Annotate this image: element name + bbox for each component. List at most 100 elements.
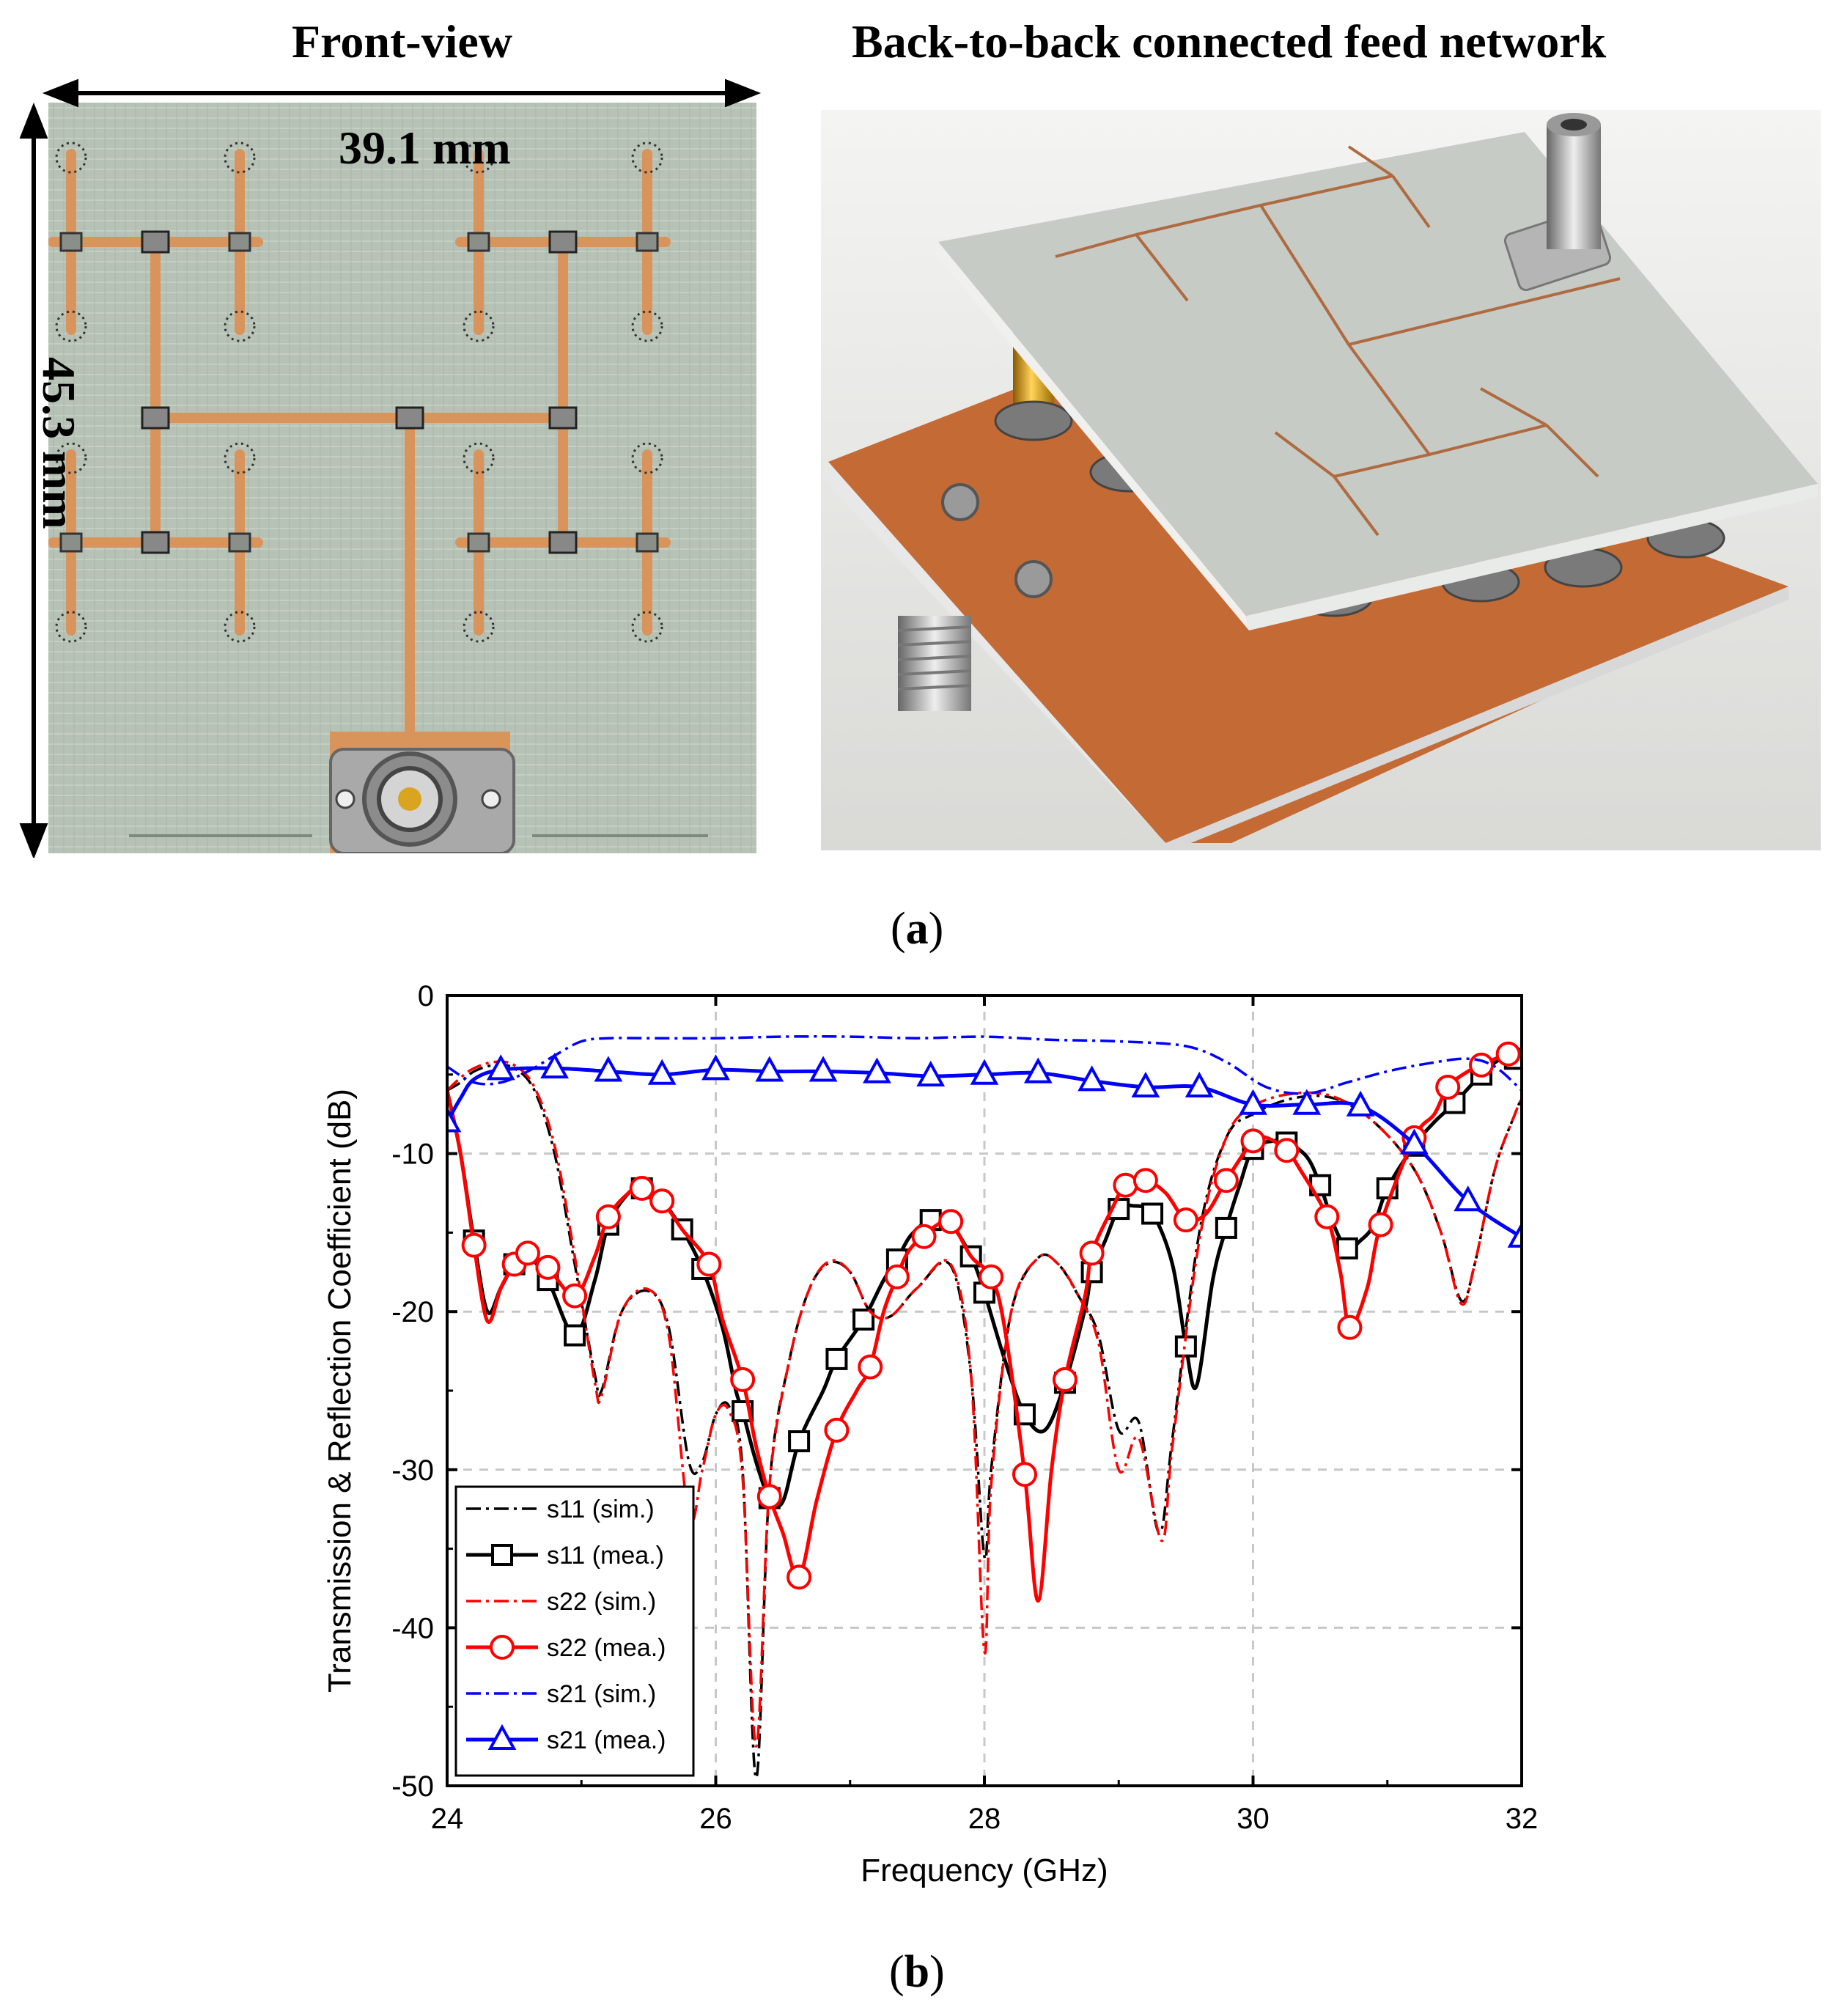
data-point-marker xyxy=(540,1053,569,1079)
legend-label: s11 (mea.) xyxy=(547,1542,664,1570)
data-point-marker xyxy=(1368,1212,1393,1237)
data-point-marker xyxy=(916,1060,946,1086)
solder-joint xyxy=(141,230,170,254)
data-point-marker xyxy=(1141,1202,1164,1225)
data-point-marker xyxy=(1336,1237,1358,1259)
feed-trace xyxy=(1055,233,1189,302)
data-point-marker xyxy=(824,1417,850,1443)
data-point-marker xyxy=(970,1059,999,1085)
solder-joint xyxy=(59,232,83,252)
data-point-marker xyxy=(911,1224,937,1249)
data-point-marker xyxy=(1400,1128,1429,1155)
panel-a-letter: a xyxy=(905,904,929,954)
feed-trace xyxy=(1274,431,1379,537)
data-point-marker xyxy=(594,1056,623,1082)
x-axis-label: Frequency (GHz) xyxy=(861,1853,1108,1888)
data-point-marker xyxy=(1079,1240,1105,1266)
solder-joint xyxy=(59,532,83,553)
via-ring xyxy=(463,442,495,474)
legend-box xyxy=(454,1485,695,1777)
solder-joint xyxy=(141,531,170,554)
sma-connector-top-icon xyxy=(1503,113,1612,292)
y-tick-label: -20 xyxy=(391,1296,434,1328)
solder-joint xyxy=(636,532,659,553)
data-point-marker xyxy=(447,1106,462,1133)
solder-joint xyxy=(548,406,578,430)
data-point-marker xyxy=(786,1564,812,1590)
feed-network-traces xyxy=(1055,145,1621,537)
solder-joints xyxy=(59,230,659,554)
data-point-marker xyxy=(1240,1128,1266,1154)
via-rings xyxy=(55,141,663,643)
front-view-title: Front-view xyxy=(292,15,512,67)
dimension-arrows xyxy=(19,78,762,858)
data-point-marker xyxy=(1435,1075,1461,1100)
legend-label: s22 (sim.) xyxy=(547,1588,656,1616)
data-point-marker xyxy=(562,1283,588,1309)
data-point-marker xyxy=(1213,1168,1239,1193)
legend-label: s21 (mea.) xyxy=(547,1726,666,1754)
solder-joint xyxy=(636,232,659,252)
solder-joint xyxy=(467,532,490,553)
legend-marker xyxy=(490,1635,515,1660)
feed-trace xyxy=(1347,145,1431,229)
data-point-marker xyxy=(755,1056,784,1082)
solder-joint xyxy=(228,232,251,252)
via-ring xyxy=(463,310,495,342)
via-ring xyxy=(631,611,663,643)
via-ring xyxy=(224,442,256,474)
plot-area xyxy=(447,1035,1522,1779)
data-point-marker xyxy=(1292,1089,1322,1115)
solder-joint xyxy=(395,406,424,430)
data-point-marker xyxy=(1052,1366,1077,1392)
data-point-marker xyxy=(1469,1052,1495,1078)
y-axis-label: Transmission & Reflection Coefficient (d… xyxy=(322,1089,358,1693)
data-point-marker xyxy=(1215,1216,1237,1239)
feed-trace xyxy=(1135,174,1393,236)
grid xyxy=(447,996,1522,1786)
data-point-marker xyxy=(1132,1168,1158,1193)
data-point-marker xyxy=(1131,1071,1160,1098)
data-point-marker xyxy=(629,1176,655,1202)
via-ring xyxy=(55,310,87,342)
data-point-marker xyxy=(1239,1089,1267,1115)
data-point-marker xyxy=(979,1264,1004,1290)
data-point-marker xyxy=(515,1240,540,1266)
via-ring xyxy=(55,611,87,643)
data-point-marker xyxy=(756,1484,782,1509)
data-point-marker xyxy=(730,1366,756,1392)
sma-connector-bottom-icon xyxy=(897,616,972,711)
legend-label: s11 (sim.) xyxy=(547,1496,655,1523)
via-ring xyxy=(224,310,256,342)
data-point-marker xyxy=(1185,1071,1214,1098)
data-point-marker xyxy=(825,1347,848,1370)
data-point-marker xyxy=(852,1308,875,1331)
x-tick-label: 32 xyxy=(1506,1803,1539,1835)
data-point-marker xyxy=(884,1264,910,1290)
legend-marker xyxy=(491,1544,513,1566)
solder-joint xyxy=(548,230,578,254)
data-point-marker xyxy=(535,1254,561,1280)
connector-icon xyxy=(329,732,515,853)
data-point-marker xyxy=(1113,1172,1138,1198)
data-point-marker xyxy=(647,1059,677,1085)
back-to-back-photo xyxy=(821,110,1821,850)
legend-label: s22 (mea.) xyxy=(547,1634,666,1662)
feed-trace xyxy=(1348,277,1621,346)
solder-joint xyxy=(467,232,490,252)
front-view-photo xyxy=(48,103,756,853)
data-point-marker xyxy=(595,1204,621,1229)
series-line xyxy=(447,1035,1522,1095)
data-point-marker xyxy=(1346,1090,1375,1116)
panel-a-open-paren: ( xyxy=(891,904,906,954)
legend-label: s21 (sim.) xyxy=(547,1680,656,1708)
panel-b-letter: b xyxy=(904,1947,930,1997)
data-point-marker xyxy=(858,1354,883,1380)
data-point-marker xyxy=(486,1054,515,1081)
via-ring xyxy=(631,442,663,474)
panel-a-label: (a) xyxy=(891,903,943,955)
y-tick-label: -30 xyxy=(391,1454,434,1487)
data-point-marker xyxy=(863,1057,891,1084)
legend-marker xyxy=(487,1723,517,1750)
